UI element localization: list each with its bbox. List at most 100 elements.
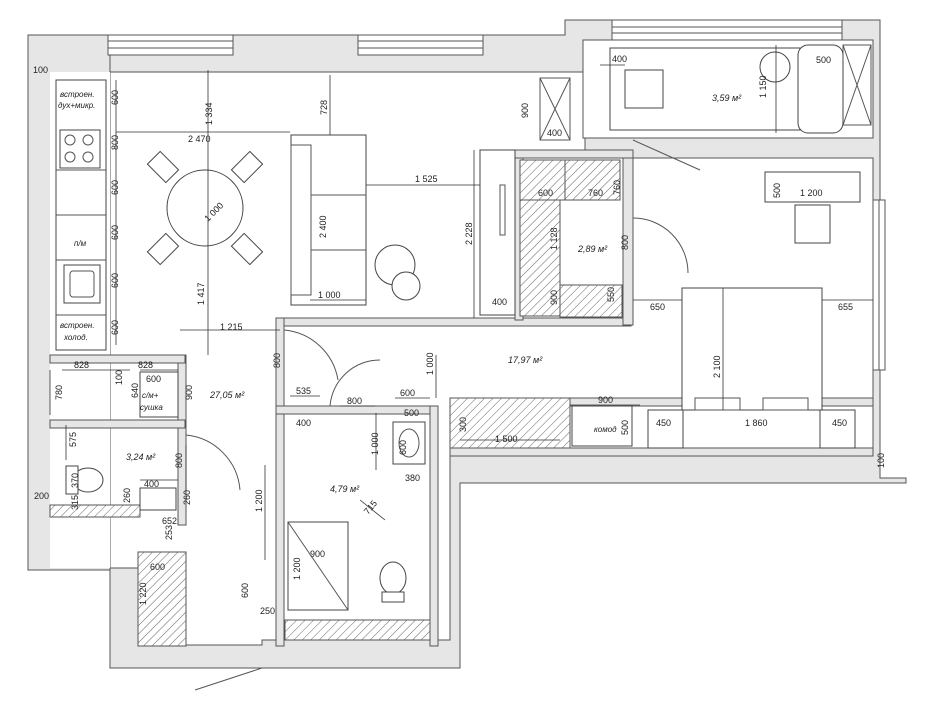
area-bathroom: 4,79 м² (330, 484, 360, 494)
dim-label: 1 000 (425, 352, 435, 375)
dim-label: 400 (144, 479, 159, 489)
dim-label: 828 (74, 360, 89, 370)
dim-label: 650 (650, 302, 665, 312)
dim-label: 250 (260, 606, 275, 616)
dim-label: 300 (458, 417, 468, 432)
label-washer-2: сушка (140, 403, 163, 412)
wall-bath (275, 405, 285, 647)
dim-label: 1 417 (196, 282, 206, 305)
dim-label: 1 128 (549, 227, 559, 250)
dim-label: 1 000 (370, 432, 380, 455)
dim-label: 1 200 (254, 489, 264, 512)
dim-label: 500 (816, 55, 831, 65)
dining-chairs (146, 150, 264, 266)
sofa (290, 134, 367, 306)
area-balcony: 3,59 м² (712, 93, 742, 103)
window-kitchen (107, 34, 234, 56)
area-labels: 27,05 м² 17,97 м² 2,89 м² 3,59 м² 4,79 м… (126, 93, 742, 494)
dim-label: 400 (296, 418, 311, 428)
dim-label: 1 150 (758, 75, 768, 98)
dim-label: 2 228 (464, 222, 474, 245)
dim-label: 600 (110, 180, 120, 195)
label-fridge-1: встроен. (60, 321, 95, 330)
dim-label: 652 (162, 516, 177, 526)
hall-wardrobe (137, 551, 187, 647)
dim-label: 400 (547, 128, 562, 138)
dimension-lines (49, 45, 873, 560)
label-washer-1: с/м+ (142, 391, 159, 400)
dim-label: 900 (184, 385, 194, 400)
window-living (357, 34, 484, 56)
dim-label: 535 (296, 386, 311, 396)
dim-label: 575 (68, 432, 78, 447)
area-wardrobe: 2,89 м² (577, 244, 608, 254)
dim-label: 760 (612, 180, 622, 195)
dim-label: 900 (549, 290, 559, 305)
dim-label: 500 (772, 183, 782, 198)
dim-label: 600 (538, 188, 553, 198)
dim-label: 1 525 (415, 174, 438, 184)
dim-label: 600 (150, 562, 165, 572)
dim-label: 800 (620, 235, 630, 250)
dim-label: 450 (656, 418, 671, 428)
dim-label: 500 (404, 408, 419, 418)
dim-label: 600 (146, 374, 161, 384)
dim-label: 800 (272, 353, 282, 368)
dresser (571, 405, 633, 447)
dim-label: 600 (400, 388, 415, 398)
dim-label: 760 (588, 188, 603, 198)
dim-label: 1 860 (745, 418, 768, 428)
dim-label: 640 (130, 383, 140, 398)
dim-label: 2 400 (318, 215, 328, 238)
dim-label: 380 (405, 473, 420, 483)
dim-label: 900 (598, 395, 613, 405)
dim-label: 1 200 (800, 188, 823, 198)
dim-label: 780 (54, 385, 64, 400)
dim-label: 1 215 (220, 322, 243, 332)
label-dishwasher: п/м (74, 239, 87, 248)
dim-label: 900 (520, 103, 530, 118)
dim-label: 260 (182, 490, 192, 505)
dim-label: 600 (110, 225, 120, 240)
balcony-chair (624, 69, 664, 109)
dining-table (166, 169, 244, 247)
dim-label: 400 (612, 54, 627, 64)
dim-label: 1 334 (204, 102, 214, 125)
tv-stand (479, 149, 516, 316)
bath-toilet (379, 561, 407, 595)
wall-hall-top (275, 317, 632, 327)
dim-label: 400 (492, 297, 507, 307)
dim-label: 260 (122, 488, 132, 503)
dim-label: 2 470 (188, 134, 211, 144)
label-oven-1: встроен. (60, 90, 95, 99)
dim-label: 315 (70, 495, 80, 510)
label-fridge-2: холод. (63, 333, 88, 342)
furniture (55, 44, 861, 691)
dim-label: 600 (398, 440, 408, 455)
dim-label: 2 100 (712, 355, 722, 378)
dim-label: 600 (110, 90, 120, 105)
dim-label: 728 (319, 100, 329, 115)
dim-label: 600 (110, 320, 120, 335)
dim-label: 100 (876, 453, 886, 468)
label-oven-2: дух+микр. (58, 101, 95, 110)
dim-label: 600 (240, 583, 250, 598)
dim-label: 828 (138, 360, 153, 370)
dim-label: 655 (838, 302, 853, 312)
dim-label: 800 (110, 135, 120, 150)
dim-label: 800 (347, 396, 362, 406)
doors (185, 139, 701, 691)
dim-label: 253 (164, 525, 174, 540)
dim-label: 200 (34, 491, 49, 501)
dim-label: 1 200 (292, 557, 302, 580)
dim-label: 450 (832, 418, 847, 428)
window-balcony (611, 19, 843, 41)
fixture-labels: встроен. дух+микр. п/м встроен. холод. с… (58, 90, 617, 434)
dim-label: 1 000 (318, 290, 341, 300)
dim-label: 500 (620, 420, 630, 435)
dim-label: 800 (174, 453, 184, 468)
dim-label: 100 (33, 65, 48, 75)
dim-label: 370 (70, 473, 80, 488)
dim-label: 1 220 (138, 582, 148, 605)
